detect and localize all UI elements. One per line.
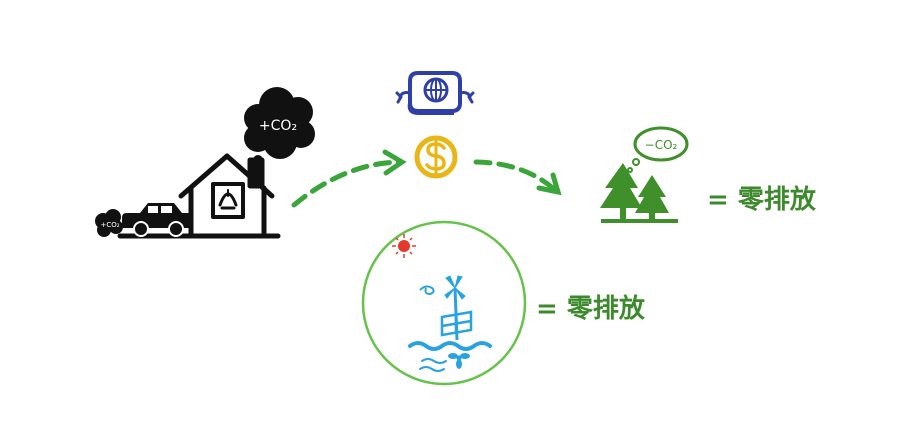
sun-icon [392,234,416,258]
tree-co2-label: −CO₂ [645,138,678,152]
car-icon [122,203,192,237]
water-waves-icon [408,341,492,372]
house-icon [117,153,281,239]
trees-icon [600,163,678,223]
zero-emission-label-top: = 零排放 [707,184,817,215]
arrow-to-coin [291,149,407,208]
zero-emission-label-bottom: = 零排放 [536,293,646,324]
tidal-turbine-icon [448,353,470,369]
tree-co2-bubble: −CO₂ [627,126,689,173]
carbon-certificate-icon [395,71,475,115]
dollar-coin-icon [414,135,458,179]
arrow-to-trees [473,159,562,196]
car-co2-label: +CO₂ [100,221,119,229]
renewable-energy-icon [361,220,527,386]
solar-panel-icon [440,310,473,337]
wind-swirl-icon [419,285,435,296]
house-co2-label: +CO₂ [259,118,297,134]
exhaust-cloud-icon: +CO₂ [95,209,123,237]
